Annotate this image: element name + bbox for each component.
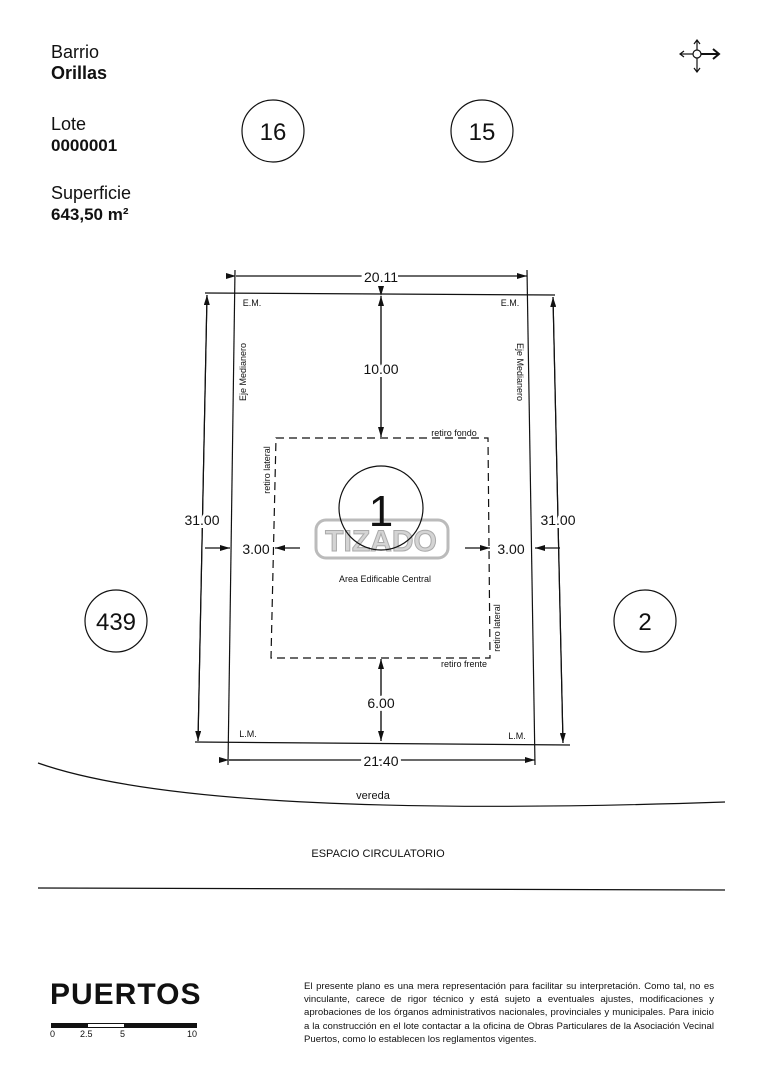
puertos-logo: PUERTOS bbox=[50, 978, 202, 1011]
barrio-label: Barrio bbox=[51, 42, 100, 62]
superficie-value: 643,50 m² bbox=[51, 205, 129, 224]
scale-tick: 10 bbox=[187, 1029, 198, 1039]
buildable-area bbox=[270, 437, 491, 659]
dim-right-setback-label: 3.00 bbox=[497, 541, 524, 557]
dim-bottom-label: 21.40 bbox=[363, 753, 398, 769]
compass-icon bbox=[679, 39, 721, 73]
retiro-fondo-label: retiro fondo bbox=[431, 428, 477, 438]
scale-bar bbox=[51, 1023, 197, 1028]
area-edificable-label: Area Edificable Central bbox=[339, 574, 431, 584]
back-line bbox=[204, 292, 556, 296]
superficie-info: Superficie 643,50 m² bbox=[51, 183, 131, 225]
watermark-text: TIZADO bbox=[325, 525, 437, 558]
barrio-info: Barrio Orillas bbox=[51, 42, 107, 84]
dim-left-setback-label: 3.00 bbox=[242, 541, 269, 557]
retiro-lateral-right-label: retiro lateral bbox=[492, 604, 502, 652]
scale-tick: 5 bbox=[120, 1029, 126, 1039]
neighbor-lot-439 bbox=[84, 589, 148, 653]
eje-medianero-left: Eje Medianero bbox=[238, 343, 248, 401]
retiro-frente-label: retiro frente bbox=[441, 659, 487, 669]
vereda-label: vereda bbox=[356, 790, 391, 802]
barrio-name: Orillas bbox=[51, 63, 108, 83]
lm-left: L.M. bbox=[239, 729, 257, 739]
dim-right-label: 31.00 bbox=[540, 512, 575, 528]
vereda-line bbox=[37, 762, 726, 807]
neighbor-lot-15 bbox=[450, 99, 514, 163]
lm-right: L.M. bbox=[508, 731, 526, 741]
dim-front-setback-label: 6.00 bbox=[367, 695, 394, 711]
eje-medianero-right: Eje Medianero bbox=[515, 343, 525, 401]
neighbor-15-label: 15 bbox=[469, 119, 496, 146]
left-boundary bbox=[227, 269, 236, 766]
lote-info: Lote 0000001 bbox=[51, 114, 117, 156]
retiro-lateral-left-label: retiro lateral bbox=[262, 446, 272, 494]
neighbor-2-label: 2 bbox=[638, 609, 651, 636]
lot-circle bbox=[338, 465, 424, 551]
neighbor-439-label: 439 bbox=[96, 609, 136, 636]
dim-left-label: 31.00 bbox=[184, 512, 219, 528]
front-line bbox=[194, 741, 571, 746]
street-edge-line bbox=[37, 887, 726, 891]
em-right: E.M. bbox=[501, 298, 520, 308]
neighbor-lot-16 bbox=[241, 99, 305, 163]
disclaimer-text: El presente plano es una mera representa… bbox=[304, 981, 714, 1045]
scale-tick: 0 bbox=[50, 1029, 56, 1039]
lot-number: 1 bbox=[369, 487, 393, 536]
neighbor-16-label: 16 bbox=[260, 119, 287, 146]
em-left: E.M. bbox=[243, 298, 262, 308]
dim-back-setback-label: 10.00 bbox=[363, 361, 398, 377]
lote-label: Lote bbox=[51, 114, 87, 134]
watermark: TIZADO bbox=[314, 518, 450, 560]
lote-value: 0000001 bbox=[51, 136, 118, 155]
dim-top-label: 20.11 bbox=[364, 269, 398, 285]
scale-tick: 2.5 bbox=[80, 1029, 93, 1039]
superficie-label: Superficie bbox=[51, 183, 132, 203]
right-boundary bbox=[526, 269, 536, 766]
espacio-circulatorio-label: ESPACIO CIRCULATORIO bbox=[311, 848, 445, 860]
neighbor-lot-2 bbox=[613, 589, 677, 653]
